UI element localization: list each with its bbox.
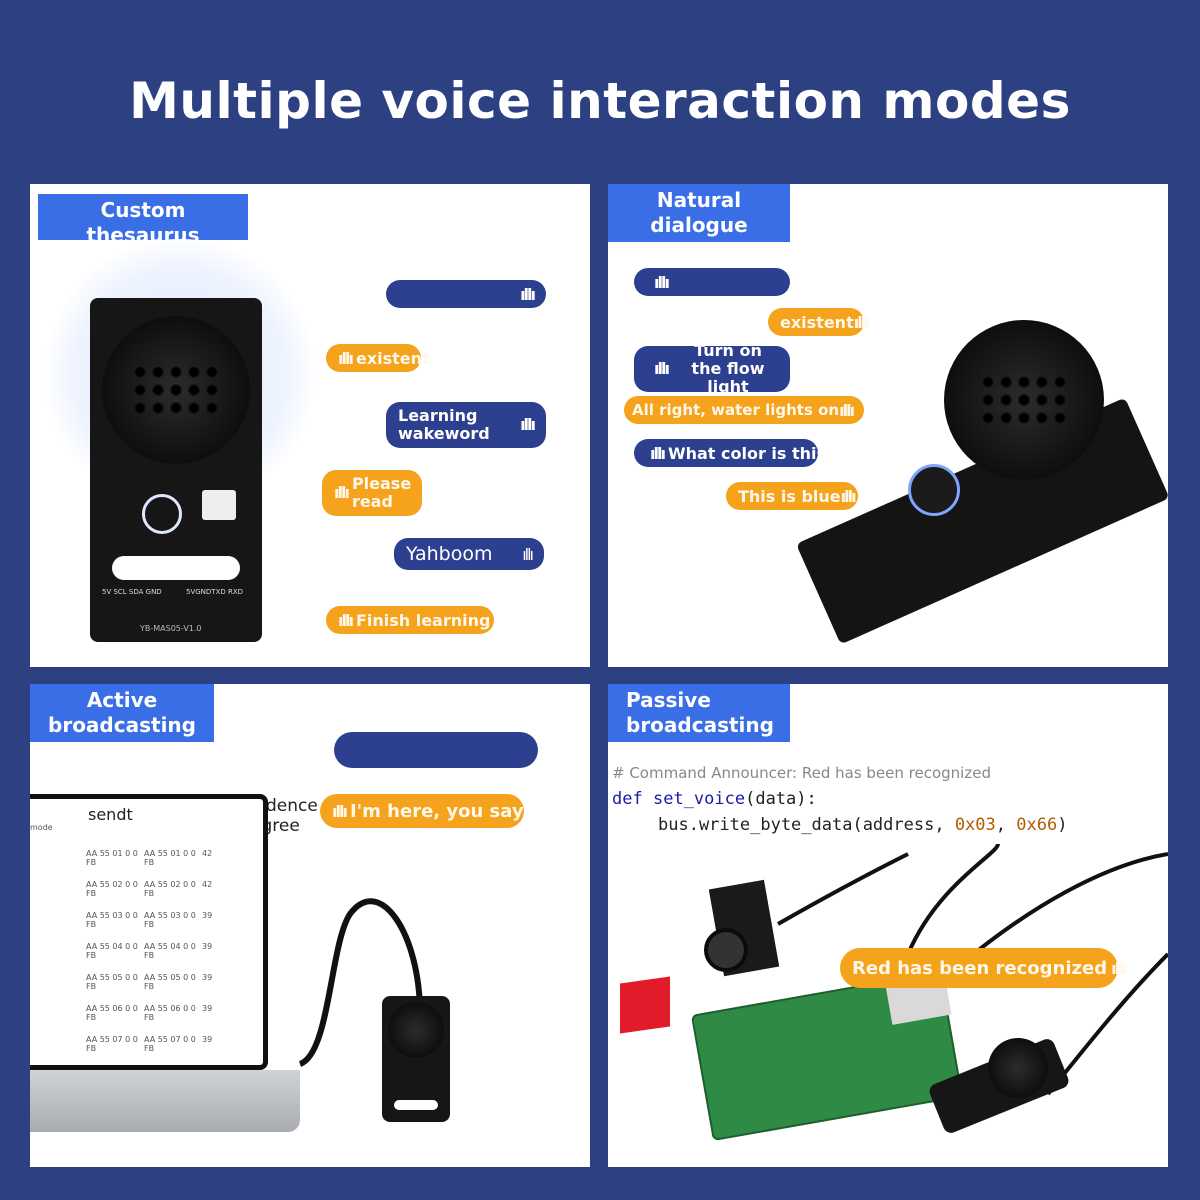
panel-tag: Passive broadcasting <box>608 684 790 742</box>
sound-wave-icon: ıllı <box>522 544 534 564</box>
sound-wave-icon: ıllı <box>654 272 670 292</box>
sound-wave-icon: ıllı <box>338 348 354 368</box>
sound-wave-icon: ıllı <box>332 801 348 821</box>
pin-label-right: 5VGNDTXD RXD <box>186 588 244 596</box>
bubble-user-1 <box>334 732 538 768</box>
code-line-2: bus.write_byte_data(address, 0x03, 0x66) <box>658 815 1068 835</box>
sound-wave-icon: ıllı <box>338 610 354 630</box>
col-sendt: sendt <box>88 805 133 824</box>
bubble-user-1: ıllı <box>634 268 790 296</box>
speaker-icon <box>944 320 1104 480</box>
speaker-icon <box>102 316 250 464</box>
code-line-1: def set_voice(data): <box>612 789 817 809</box>
sound-wave-icon: ıllı <box>853 312 870 332</box>
sound-wave-icon: ıllı <box>520 284 536 304</box>
page-title: Multiple voice interaction modes <box>129 72 1071 130</box>
speaker-icon <box>988 1038 1048 1098</box>
panel-custom-thesaurus: Custom thesaurus 5V SCL SDA GND 5VGNDTXD… <box>30 184 590 667</box>
panel-tag: Natural dialogue <box>608 184 790 242</box>
panel-tag: Active broadcasting <box>30 684 214 742</box>
sound-wave-icon: ıllı <box>650 443 666 463</box>
microphone-icon <box>142 494 182 534</box>
voice-module-board: 5V SCL SDA GND 5VGNDTXD RXD YB-MAS05-V1.… <box>90 298 262 642</box>
speaker-grille <box>134 366 218 414</box>
switch-icon <box>202 490 236 520</box>
pin-label-left: 5V SCL SDA GND <box>102 588 162 596</box>
laptop-icon <box>30 1070 300 1132</box>
sound-wave-icon: ıllı <box>334 483 350 502</box>
microphone-icon <box>908 464 960 516</box>
bubble-user-1: ıllı <box>386 280 546 308</box>
usb-cable <box>298 898 423 1067</box>
sound-wave-icon: ıllı <box>520 415 536 434</box>
camera-lens <box>704 928 748 972</box>
speaker-grille <box>982 376 1066 424</box>
col-mode: mode <box>30 823 53 832</box>
board-label: YB-MAS05-V1.0 <box>140 624 202 633</box>
label-area <box>112 556 240 580</box>
sound-wave-icon: ıllı <box>654 359 670 378</box>
red-cube-icon <box>620 976 670 1034</box>
sound-wave-icon: ıllı <box>1111 958 1127 978</box>
panel-tag: Custom thesaurus <box>38 194 248 247</box>
sound-wave-icon: ıllı <box>839 400 855 420</box>
sound-wave-icon: ıllı <box>840 486 857 506</box>
panel-passive-broadcasting: Passive broadcasting # Command Announcer… <box>608 684 1168 1167</box>
label-area <box>394 1100 438 1110</box>
voice-module-small <box>382 996 450 1122</box>
speaker-icon <box>388 1002 444 1058</box>
code-comment: # Command Announcer: Red has been recogn… <box>612 764 991 782</box>
